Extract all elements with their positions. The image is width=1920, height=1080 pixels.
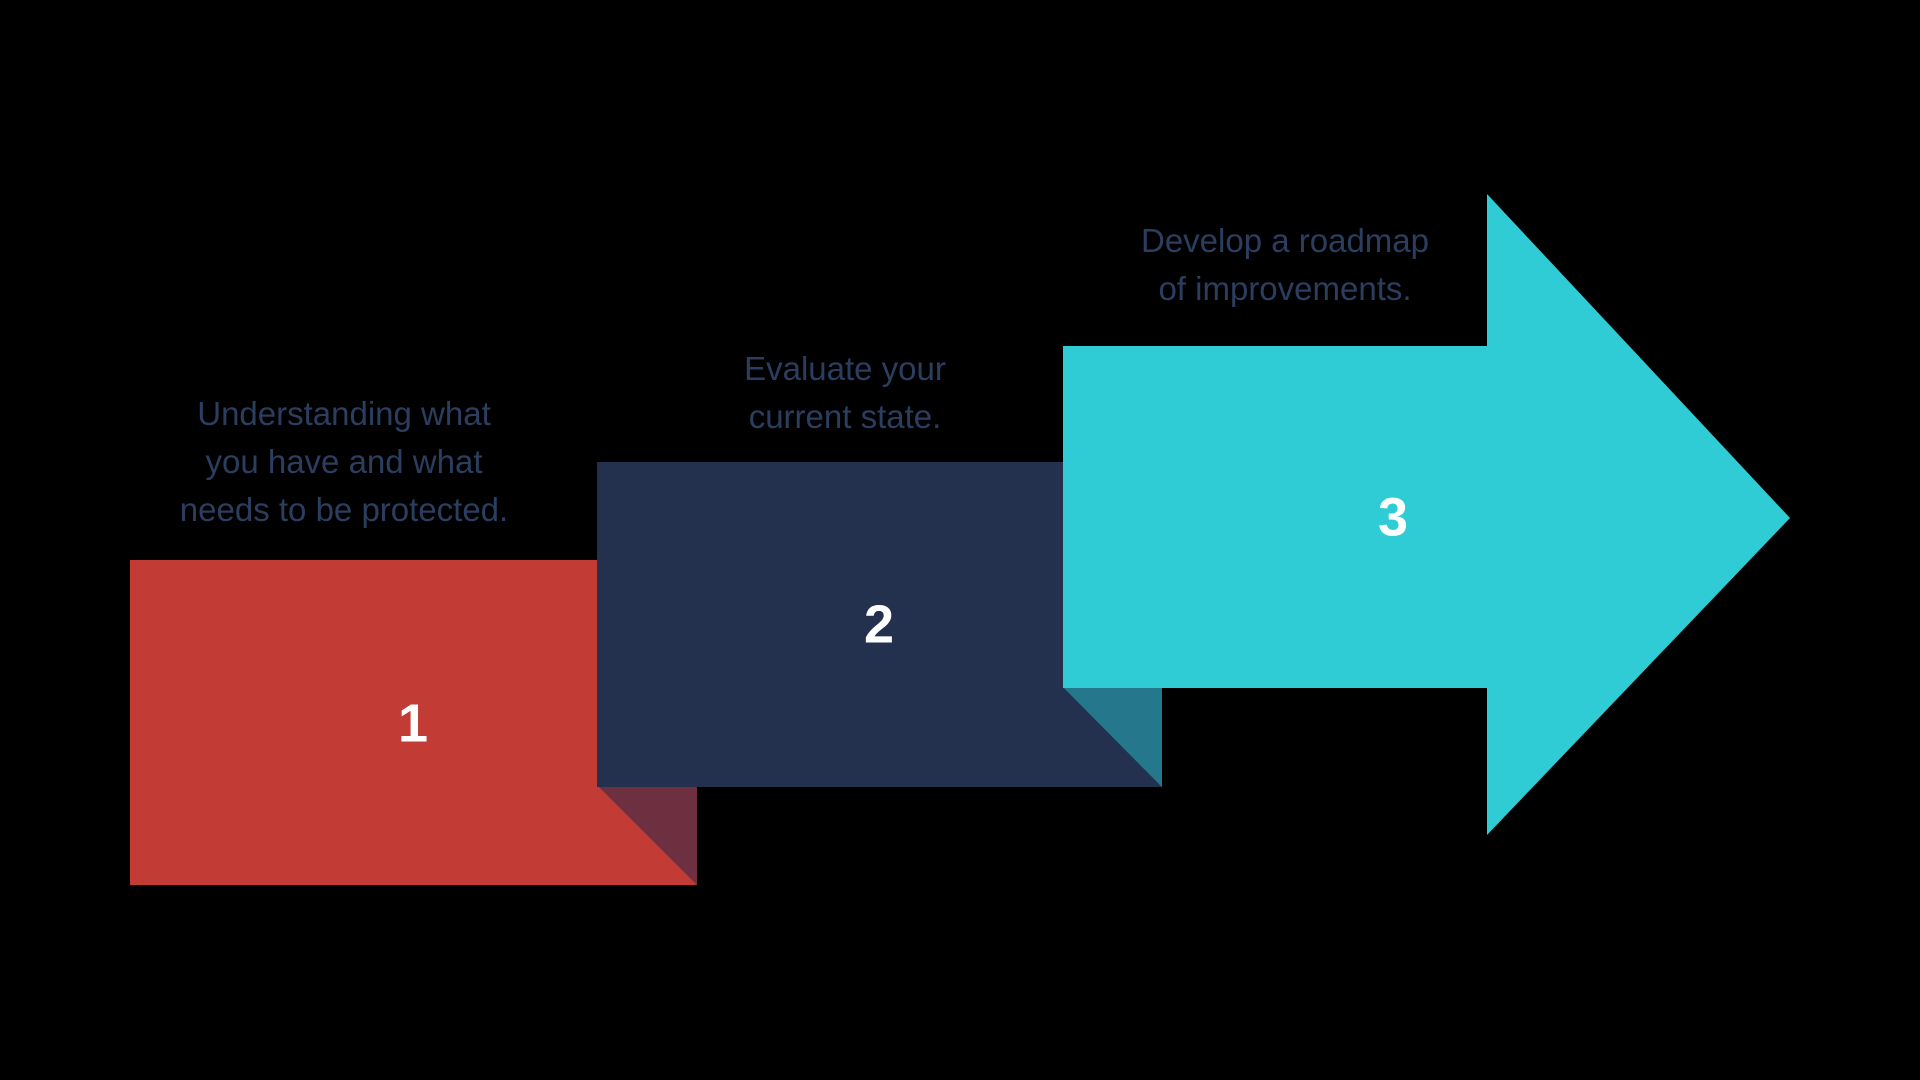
step-2-caption: Evaluate your current state. — [744, 350, 946, 435]
step-2-caption-line-2: current state. — [749, 398, 942, 435]
step-3-caption: Develop a roadmap of improvements. — [1141, 222, 1429, 307]
step-2-caption-line-1: Evaluate your — [744, 350, 946, 387]
step-3-number: 3 — [1378, 487, 1408, 547]
step-2-number: 2 — [864, 594, 894, 654]
step-3-caption-line-2: of improvements. — [1158, 270, 1411, 307]
step-1-caption: Understanding what you have and what nee… — [180, 395, 508, 528]
step-1-caption-line-2: you have and what — [205, 443, 482, 480]
step-3-caption-line-1: Develop a roadmap — [1141, 222, 1429, 259]
step-1-shadow-fill — [599, 787, 697, 885]
step-1-caption-line-3: needs to be protected. — [180, 491, 508, 528]
step-3-arrow[interactable] — [1063, 194, 1790, 835]
step-1-number: 1 — [398, 693, 428, 753]
step-3-group[interactable]: 3 — [1063, 194, 1790, 835]
step-2-shadow-fill — [1064, 688, 1162, 787]
step-1-caption-line-1: Understanding what — [197, 395, 491, 432]
